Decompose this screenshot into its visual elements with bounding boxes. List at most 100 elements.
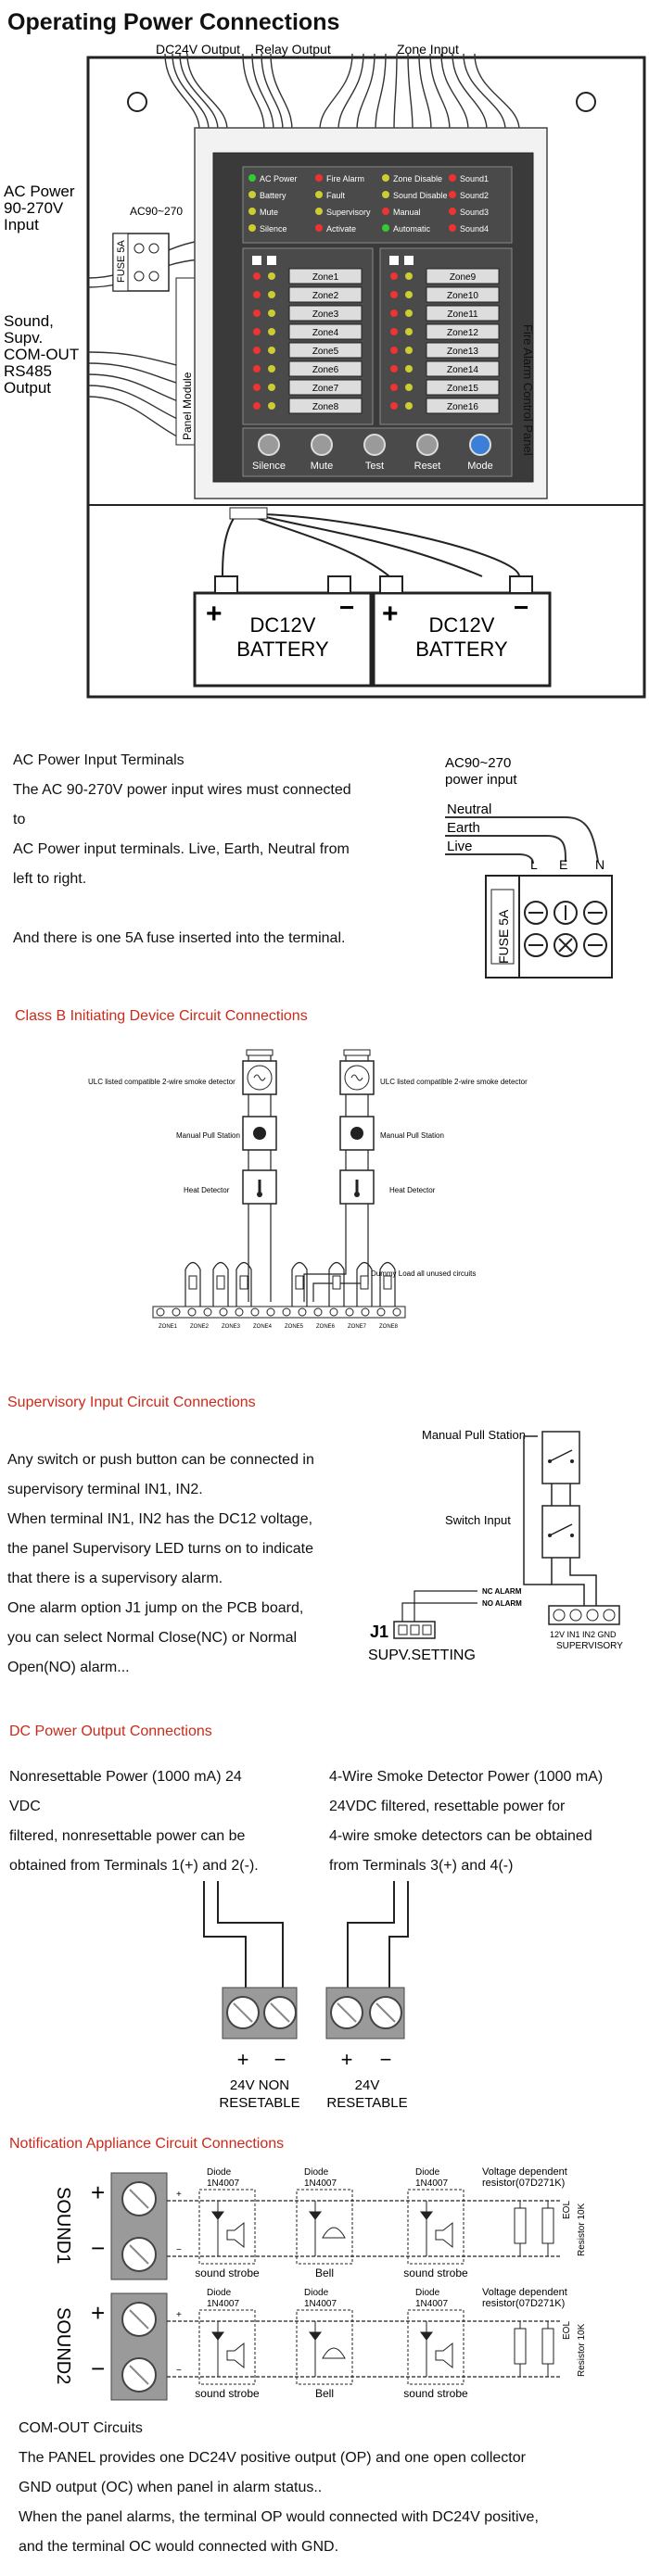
zone-label: Zone7 bbox=[312, 384, 339, 394]
zone-label-box bbox=[426, 305, 500, 322]
zone-fault-led-icon bbox=[268, 291, 275, 298]
zone-label-box bbox=[288, 342, 363, 359]
eol-label: EOL bbox=[562, 2201, 572, 2219]
smoke-left-label: ULC listed compatible 2-wire smoke detec… bbox=[88, 1078, 235, 1086]
battery-1-label-1: DC12V bbox=[250, 613, 316, 637]
status-led-icon bbox=[315, 208, 323, 215]
zone-terminal-screw-icon bbox=[298, 1307, 307, 1317]
panel-button-reset[interactable] bbox=[416, 434, 439, 456]
eol-resistor-icon bbox=[541, 2328, 554, 2365]
zone-fault-led-icon bbox=[268, 402, 275, 410]
zone-header-a-icon bbox=[252, 256, 261, 265]
nac-diode-label: Diode bbox=[415, 2167, 440, 2178]
label-ac-power: AC Power bbox=[4, 183, 75, 200]
dc-label-right-1: 24V bbox=[355, 2077, 380, 2093]
status-led-icon bbox=[248, 191, 256, 198]
panel-button-mute[interactable] bbox=[311, 434, 333, 456]
label-relay-output: Relay Output bbox=[255, 42, 331, 57]
status-led-label: Automatic bbox=[393, 224, 431, 234]
panel-button-silence[interactable] bbox=[258, 434, 280, 456]
nac-sound-label: SOUND2 bbox=[53, 2307, 73, 2384]
dc-label-left-2: RESETABLE bbox=[219, 2095, 299, 2111]
status-led-icon bbox=[315, 191, 323, 198]
zone-terminal-label: ZONE7 bbox=[348, 1324, 367, 1330]
dummy-load-icon bbox=[212, 1261, 229, 1307]
dummy-load-icon bbox=[328, 1261, 345, 1307]
label-zone-input: Zone Input bbox=[397, 42, 459, 57]
zone-terminal-label: ZONE8 bbox=[379, 1324, 399, 1330]
supv-line: you can select Normal Close(NC) or Norma… bbox=[7, 1630, 298, 1646]
zone-fault-led-icon bbox=[405, 347, 413, 354]
vdr-label-2: resistor(07D271K) bbox=[482, 2178, 565, 2189]
zone-label-box bbox=[288, 323, 363, 340]
wire-earth-label: Earth bbox=[447, 820, 480, 836]
top-wires bbox=[164, 53, 520, 131]
zone-label-box bbox=[426, 398, 500, 414]
heat-right-label: Heat Detector bbox=[389, 1186, 436, 1194]
speaker-strobe-icon bbox=[226, 2221, 245, 2249]
label-dc24v-output: DC24V Output bbox=[156, 42, 240, 57]
nac-diode-label: Diode bbox=[415, 2288, 440, 2298]
status-led-icon bbox=[449, 191, 456, 198]
zone-label-box bbox=[288, 305, 363, 322]
zone-terminal-screw-icon bbox=[361, 1307, 370, 1317]
nac-plus: + bbox=[91, 2178, 105, 2206]
supv-line: that there is a supervisory alarm. bbox=[7, 1571, 223, 1586]
j1-label: J1 bbox=[370, 1623, 388, 1641]
zone-label-box bbox=[426, 286, 500, 303]
comout-line: The PANEL provides one DC24V positive ou… bbox=[19, 2450, 526, 2466]
zone-terminal-block bbox=[152, 1306, 406, 1319]
status-led-label: Silence bbox=[260, 224, 287, 234]
status-led-icon bbox=[382, 174, 389, 182]
zone-alarm-led-icon bbox=[253, 347, 261, 354]
label-sound: Sound, bbox=[4, 312, 54, 330]
zone-fault-led-icon bbox=[268, 365, 275, 373]
zone-fault-led-icon bbox=[405, 402, 413, 410]
diode-icon bbox=[211, 2201, 224, 2256]
ac-section-text: AC Power Input Terminals The AC 90-270V … bbox=[13, 746, 421, 953]
dummy-load-icon bbox=[356, 1261, 373, 1307]
zone-fault-led-icon bbox=[405, 365, 413, 373]
nac-part-label: 1N4007 bbox=[207, 2299, 239, 2309]
panel-button-label: Mode bbox=[467, 461, 493, 472]
status-led-label: Supervisory bbox=[326, 208, 371, 217]
battery-2-plus: + bbox=[382, 599, 399, 629]
zone-header-a-icon bbox=[389, 256, 399, 265]
status-led-label: Zone Disable bbox=[393, 174, 442, 183]
panel-button-test[interactable] bbox=[363, 434, 386, 456]
page-title: Operating Power Connections bbox=[7, 9, 340, 35]
battery-1-label-2: BATTERY bbox=[236, 638, 329, 661]
nac-plus: + bbox=[91, 2299, 105, 2327]
status-led-icon bbox=[248, 208, 256, 215]
zone-fault-led-icon bbox=[405, 384, 413, 391]
diode-icon bbox=[309, 2201, 322, 2256]
status-led-label: Mute bbox=[260, 208, 278, 217]
fuse-label: FUSE 5A bbox=[116, 239, 127, 283]
supv-line: One alarm option J1 jump on the PCB boar… bbox=[7, 1600, 304, 1616]
zone-terminal-screw-icon bbox=[219, 1307, 228, 1317]
supv-switch bbox=[541, 1505, 580, 1559]
panel-diagram: FUSE 5A AC90~270 Panel Module Fire Alarm… bbox=[4, 42, 646, 699]
nac-wire-minus: − bbox=[176, 2245, 182, 2255]
zone-label: Zone6 bbox=[312, 365, 339, 375]
zone-label-box bbox=[288, 286, 363, 303]
battery-1 bbox=[193, 591, 373, 688]
zone-alarm-led-icon bbox=[390, 328, 398, 335]
nac-part-label: 1N4007 bbox=[415, 2299, 448, 2309]
terminal-e: E bbox=[559, 857, 567, 872]
status-led-label: Battery bbox=[260, 191, 286, 200]
status-led-icon bbox=[248, 224, 256, 232]
zone-label: Zone4 bbox=[312, 328, 339, 338]
panel-button-label: Test bbox=[365, 461, 384, 472]
panel-button-mode[interactable] bbox=[469, 434, 491, 456]
ac-diagram-title-1: AC90~270 bbox=[445, 755, 511, 771]
battery-2-label-1: DC12V bbox=[429, 613, 495, 637]
zone-terminal-label: ZONE1 bbox=[159, 1324, 178, 1330]
label-comout: COM-OUT bbox=[4, 346, 79, 363]
panel-button-label: Silence bbox=[252, 461, 286, 472]
ac-line: AC Power input terminals. Live, Earth, N… bbox=[13, 841, 350, 857]
diode-icon bbox=[420, 2201, 433, 2256]
dc-sign-4: − bbox=[380, 2048, 392, 2071]
supv-terminal-block bbox=[548, 1605, 620, 1625]
battery-1-minus: − bbox=[339, 593, 354, 622]
